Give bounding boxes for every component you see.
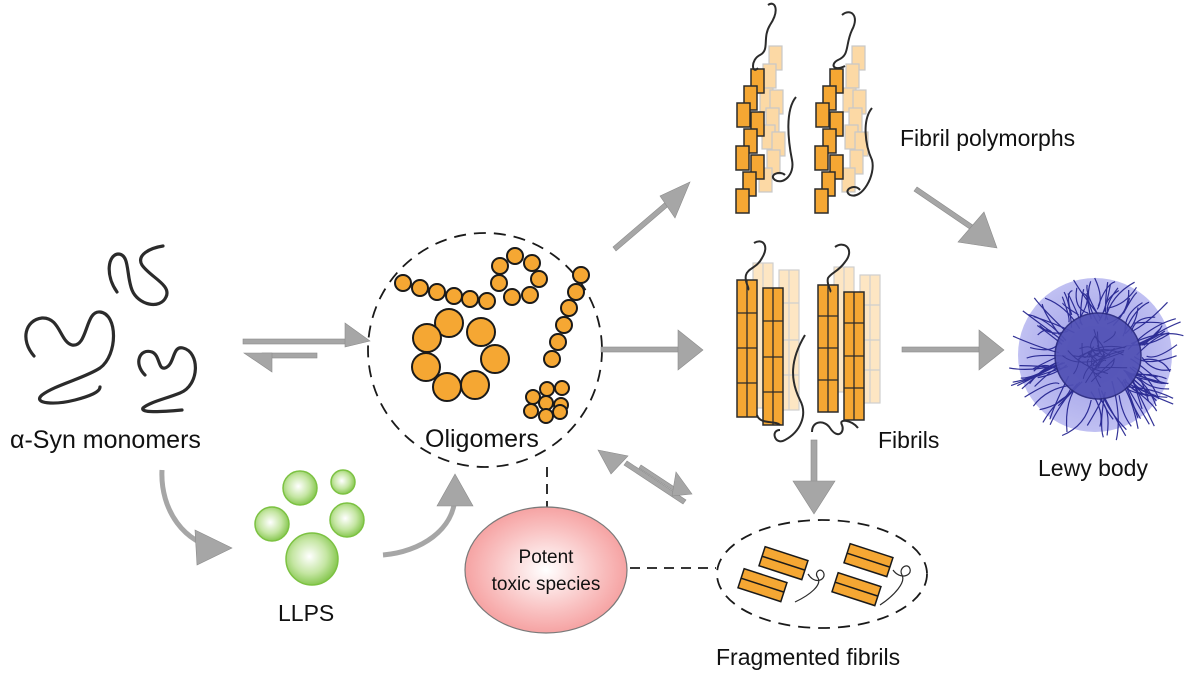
lewy-fiber-inner bbox=[1067, 350, 1109, 375]
toxic-label-line1: Potent bbox=[519, 547, 575, 568]
lewy-fiber-inner bbox=[1072, 345, 1101, 358]
lewy-fiber bbox=[1132, 380, 1143, 410]
lewy-fiber bbox=[1024, 382, 1060, 398]
fibril-polymorph-2 bbox=[814, 11, 874, 214]
lewy-fiber bbox=[1061, 399, 1092, 437]
arrow-fibrils-to-fragmented bbox=[792, 439, 836, 515]
arrow-oligomers-to-fibrils bbox=[600, 329, 704, 371]
fibril-bundle-1 bbox=[736, 240, 806, 443]
lewy-fiber bbox=[1086, 399, 1103, 426]
lewy-fiber bbox=[1080, 292, 1088, 317]
lewy-fiber-inner bbox=[1092, 366, 1128, 371]
lewy-fiber bbox=[1075, 287, 1089, 314]
lewy-fiber-inner bbox=[1077, 345, 1125, 361]
lewy-fiber bbox=[1009, 364, 1059, 370]
fragment-tails bbox=[794, 565, 911, 606]
lewy-fiber bbox=[1108, 286, 1138, 309]
lewy-fiber bbox=[1021, 361, 1058, 390]
arrow-monomers-to-llps bbox=[159, 469, 221, 551]
arrow-llps-to-oligomers-head bbox=[436, 473, 474, 507]
lewy-fiber-inner bbox=[1103, 331, 1116, 344]
lewy-fiber bbox=[1061, 296, 1070, 323]
lewy-fiber bbox=[1099, 398, 1109, 436]
lewy-fiber-inner bbox=[1092, 347, 1115, 367]
monomers-label: α-Syn monomers bbox=[10, 426, 201, 454]
fibril-polymorph-1 bbox=[735, 2, 797, 214]
lewy-fiber bbox=[1097, 281, 1116, 307]
lewy-fiber-inner bbox=[1078, 349, 1124, 357]
lewy-fiber-inner bbox=[1062, 351, 1124, 363]
lewy-fiber bbox=[1094, 277, 1101, 310]
lewy-fiber-inner bbox=[1091, 352, 1101, 388]
lewy-fiber bbox=[1039, 388, 1072, 411]
fibril-polymorphs-label: Fibril polymorphs bbox=[900, 125, 1075, 151]
toxic-label-line2: toxic species bbox=[492, 574, 601, 595]
fibrils-label: Fibrils bbox=[878, 427, 939, 453]
lewy-fiber bbox=[1127, 388, 1168, 398]
lewy-fiber-inner bbox=[1095, 358, 1115, 375]
llps-label: LLPS bbox=[278, 600, 334, 626]
lewy-fiber bbox=[1073, 279, 1097, 313]
lewy-fiber bbox=[1118, 395, 1132, 427]
lewy-fiber bbox=[1104, 289, 1120, 312]
toxic-species-bubble bbox=[464, 506, 628, 634]
arrow-oligomers-to-polymorphs bbox=[612, 181, 691, 252]
lewy-fiber bbox=[1133, 301, 1168, 332]
equilibrium-arrow-fragmented-oligomers bbox=[597, 449, 693, 505]
fragmented-boundary bbox=[716, 519, 928, 629]
fragmented-label: Fragmented fibrils bbox=[716, 644, 900, 670]
oligomers-label: Oligomers bbox=[425, 425, 539, 453]
monomers-group bbox=[24, 244, 197, 414]
lewy-body-label: Lewy body bbox=[1038, 455, 1148, 481]
lewy-body bbox=[1009, 277, 1184, 441]
lewy-fiber bbox=[1146, 344, 1178, 358]
lewy-fiber-inner bbox=[1082, 349, 1125, 379]
lewy-fiber bbox=[1033, 297, 1068, 333]
monomer-chain bbox=[24, 310, 116, 405]
equilibrium-arrow-monomers-oligomers bbox=[242, 322, 371, 373]
lewy-fiber bbox=[1032, 356, 1057, 370]
fibril-bundle-2 bbox=[811, 243, 881, 436]
lewy-fiber bbox=[1067, 290, 1073, 316]
lewy-fiber bbox=[1128, 386, 1174, 399]
arrow-polymorphs-to-lewy bbox=[913, 186, 998, 249]
lewy-fiber-inner bbox=[1073, 357, 1080, 375]
lewy-fiber-inner bbox=[1090, 358, 1116, 383]
llps-droplets bbox=[254, 469, 365, 586]
oligomer-particles bbox=[394, 247, 590, 424]
lewy-fiber bbox=[1139, 377, 1150, 402]
monomer-chain bbox=[107, 244, 169, 307]
arrow-fibrils-to-lewy bbox=[901, 329, 1005, 371]
monomer-chain bbox=[137, 346, 197, 414]
lewy-fiber bbox=[1142, 358, 1171, 372]
lewy-fiber-inner bbox=[1085, 354, 1106, 384]
lewy-fiber-inner bbox=[1086, 358, 1102, 379]
lewy-fiber bbox=[1041, 303, 1060, 335]
fragment-pieces bbox=[737, 542, 894, 607]
arrow-monomers-to-llps-head bbox=[194, 529, 233, 566]
